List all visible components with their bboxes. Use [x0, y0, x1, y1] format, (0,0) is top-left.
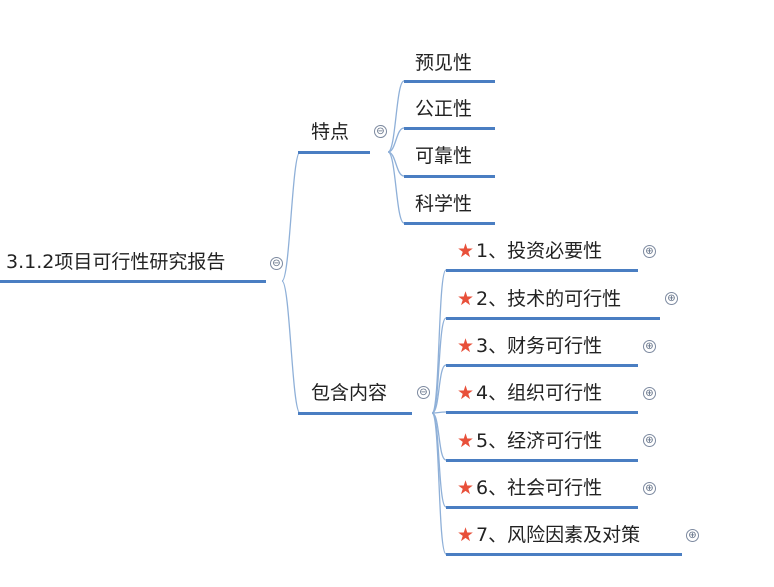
baohan-child-3-expand-icon[interactable]: ⊕: [643, 340, 656, 353]
tedian-child-4-underline: [404, 222, 495, 225]
connector-baohan-3: [431, 364, 447, 414]
baohan-child-2-label: 2、技术的可行性: [476, 288, 622, 310]
branch-baohan-underline: [298, 412, 412, 415]
baohan-child-3-label: 3、财务可行性: [476, 335, 603, 357]
connector-root-baohan: [281, 280, 301, 414]
baohan-child-5-expand-icon[interactable]: ⊕: [643, 434, 656, 447]
connector-tedian-1: [387, 80, 405, 153]
tedian-child-4-label[interactable]: 科学性: [415, 193, 473, 215]
tedian-child-2-label[interactable]: 公正性: [415, 98, 473, 120]
connector-root-tedian: [281, 151, 301, 282]
baohan-child-6[interactable]: ★6、社会可行性: [457, 476, 602, 500]
baohan-child-1[interactable]: ★1、投资必要性: [457, 239, 602, 263]
baohan-child-7-underline: [446, 553, 682, 556]
baohan-child-5-underline: [446, 459, 638, 462]
baohan-child-4-label: 4、组织可行性: [476, 382, 603, 404]
baohan-child-3[interactable]: ★3、财务可行性: [457, 334, 602, 358]
tedian-child-2-underline: [404, 127, 495, 130]
connector-tedian-4: [387, 151, 405, 224]
baohan-child-6-expand-icon[interactable]: ⊕: [643, 482, 656, 495]
baohan-child-6-underline: [446, 506, 638, 509]
root-collapse-icon[interactable]: ⊖: [270, 257, 283, 270]
baohan-child-7[interactable]: ★7、风险因素及对策: [457, 523, 640, 547]
baohan-child-7-expand-icon[interactable]: ⊕: [686, 529, 699, 542]
baohan-child-4[interactable]: ★4、组织可行性: [457, 381, 602, 405]
baohan-child-4-expand-icon[interactable]: ⊕: [643, 387, 656, 400]
tedian-child-3-underline: [404, 175, 495, 178]
connector-baohan-2: [431, 317, 447, 414]
baohan-child-4-underline: [446, 411, 638, 414]
connector-baohan-7: [431, 412, 447, 555]
baohan-child-2-expand-icon[interactable]: ⊕: [665, 292, 678, 305]
branch-baohan-label[interactable]: 包含内容: [311, 382, 388, 404]
baohan-child-5[interactable]: ★5、经济可行性: [457, 429, 602, 453]
root-node-underline: [0, 280, 266, 283]
star-icon: ★: [457, 524, 475, 546]
root-node-label[interactable]: 3.1.2项目可行性研究报告: [6, 251, 226, 273]
tedian-child-3-label[interactable]: 可靠性: [415, 145, 473, 167]
connector-baohan-4: [431, 411, 447, 414]
star-icon: ★: [457, 477, 475, 499]
baohan-child-5-label: 5、经济可行性: [476, 430, 603, 452]
baohan-child-2[interactable]: ★2、技术的可行性: [457, 287, 621, 311]
baohan-child-6-label: 6、社会可行性: [476, 477, 603, 499]
star-icon: ★: [457, 288, 475, 310]
star-icon: ★: [457, 335, 475, 357]
baohan-child-1-expand-icon[interactable]: ⊕: [643, 245, 656, 258]
branch-tedian-label[interactable]: 特点: [311, 121, 350, 143]
star-icon: ★: [457, 240, 475, 262]
branch-tedian-collapse-icon[interactable]: ⊖: [374, 125, 387, 138]
tedian-child-1-underline: [404, 80, 495, 83]
star-icon: ★: [457, 382, 475, 404]
baohan-child-7-label: 7、风险因素及对策: [476, 524, 641, 546]
star-icon: ★: [457, 430, 475, 452]
branch-tedian-underline: [298, 151, 370, 154]
baohan-child-2-underline: [446, 317, 660, 320]
branch-baohan-collapse-icon[interactable]: ⊖: [417, 386, 430, 399]
baohan-child-3-underline: [446, 364, 638, 367]
tedian-child-1-label[interactable]: 预见性: [415, 52, 473, 74]
baohan-child-1-underline: [446, 269, 638, 272]
connector-tedian-2: [387, 127, 405, 153]
baohan-child-1-label: 1、投资必要性: [476, 240, 603, 262]
